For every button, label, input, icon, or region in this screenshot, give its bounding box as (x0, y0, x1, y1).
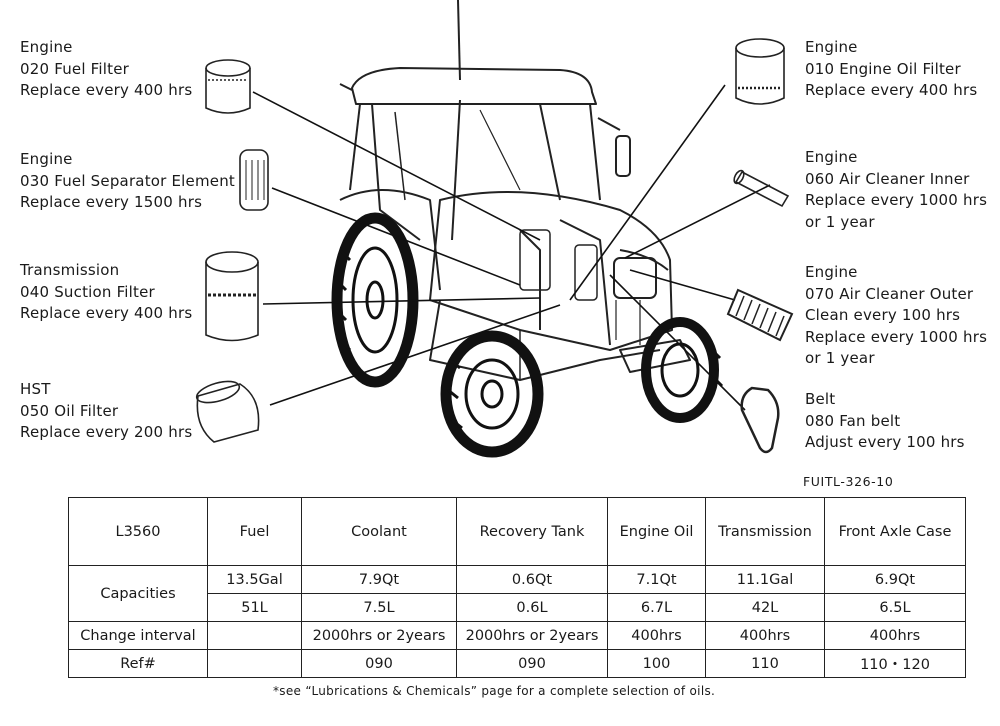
callout-part: 020 Fuel Filter (20, 59, 192, 81)
callout-interval-replace: Replace every 1000 hrs (805, 327, 987, 349)
table-cell: 2000hrs or 2years (457, 622, 608, 650)
callout-fan-belt: Belt 080 Fan belt Adjust every 100 hrs (805, 389, 965, 454)
table-cell: 7.9Qt (302, 566, 457, 594)
callout-interval: Clean every 100 hrs (805, 305, 987, 327)
callout-interval: Replace every 200 hrs (20, 422, 192, 444)
callout-part: 030 Fuel Separator Element (20, 171, 235, 193)
table-header-row: L3560 Fuel Coolant Recovery Tank Engine … (69, 498, 966, 566)
header-cell: Engine Oil (608, 498, 706, 566)
callout-part: 080 Fan belt (805, 411, 965, 433)
table-cell: 51L (208, 594, 302, 622)
table-cell: 400hrs (825, 622, 966, 650)
table-cell: 11.1Gal (706, 566, 825, 594)
table-row: Change interval 2000hrs or 2years 2000hr… (69, 622, 966, 650)
table-cell: 090 (457, 650, 608, 678)
callout-fuel-filter: Engine 020 Fuel Filter Replace every 400… (20, 37, 192, 102)
callout-part: 060 Air Cleaner Inner (805, 169, 987, 191)
callout-interval: Replace every 400 hrs (20, 80, 192, 102)
callout-interval: Replace every 400 hrs (805, 80, 977, 102)
callout-system: Engine (805, 262, 987, 284)
callout-fuel-separator: Engine 030 Fuel Separator Element Replac… (20, 149, 235, 214)
table-cell: 0.6L (457, 594, 608, 622)
callout-interval-alt: or 1 year (805, 348, 987, 370)
table-cell (208, 650, 302, 678)
callout-air-cleaner-inner: Engine 060 Air Cleaner Inner Replace eve… (805, 147, 987, 233)
row-label-cell: Ref# (69, 650, 208, 678)
table-cell: 110・120 (825, 650, 966, 678)
row-label-cell: Change interval (69, 622, 208, 650)
callout-hst-oil-filter: HST 050 Oil Filter Replace every 200 hrs (20, 379, 192, 444)
row-label-cell: Capacities (69, 566, 208, 622)
callout-air-cleaner-outer: Engine 070 Air Cleaner Outer Clean every… (805, 262, 987, 370)
header-cell: Recovery Tank (457, 498, 608, 566)
table-cell: 7.5L (302, 594, 457, 622)
callout-system: Transmission (20, 260, 192, 282)
footnote: *see “Lubrications & Chemicals” page for… (273, 684, 715, 698)
callout-system: Engine (20, 149, 235, 171)
callout-part: 050 Oil Filter (20, 401, 192, 423)
table-cell: 7.1Qt (608, 566, 706, 594)
callout-interval: Replace every 1000 hrs (805, 190, 987, 212)
header-cell: Fuel (208, 498, 302, 566)
header-cell: Coolant (302, 498, 457, 566)
header-cell: Front Axle Case (825, 498, 966, 566)
table-cell (208, 622, 302, 650)
table-cell: 090 (302, 650, 457, 678)
model-cell: L3560 (69, 498, 208, 566)
callout-part: 040 Suction Filter (20, 282, 192, 304)
table-row: Ref# 090 090 100 110 110・120 (69, 650, 966, 678)
callout-system: Belt (805, 389, 965, 411)
callout-suction-filter: Transmission 040 Suction Filter Replace … (20, 260, 192, 325)
table-cell: 13.5Gal (208, 566, 302, 594)
table-cell: 400hrs (608, 622, 706, 650)
callout-system: Engine (805, 147, 987, 169)
callout-part: 010 Engine Oil Filter (805, 59, 977, 81)
callout-engine-oil-filter: Engine 010 Engine Oil Filter Replace eve… (805, 37, 977, 102)
callout-interval: Adjust every 100 hrs (805, 432, 965, 454)
capacities-table: L3560 Fuel Coolant Recovery Tank Engine … (68, 497, 966, 678)
callout-part: 070 Air Cleaner Outer (805, 284, 987, 306)
figure-code: FUITL-326-10 (803, 474, 893, 489)
table-cell: 42L (706, 594, 825, 622)
table-cell: 0.6Qt (457, 566, 608, 594)
table-cell: 110 (706, 650, 825, 678)
table-cell: 2000hrs or 2years (302, 622, 457, 650)
callout-interval: Replace every 400 hrs (20, 303, 192, 325)
table-cell: 6.9Qt (825, 566, 966, 594)
table-cell: 100 (608, 650, 706, 678)
table-cell: 6.7L (608, 594, 706, 622)
table-cell: 6.5L (825, 594, 966, 622)
table-cell: 400hrs (706, 622, 825, 650)
callout-interval-alt: or 1 year (805, 212, 987, 234)
callout-system: HST (20, 379, 192, 401)
table-row: Capacities 13.5Gal 7.9Qt 0.6Qt 7.1Qt 11.… (69, 566, 966, 594)
header-cell: Transmission (706, 498, 825, 566)
callout-system: Engine (805, 37, 977, 59)
callout-interval: Replace every 1500 hrs (20, 192, 235, 214)
callout-system: Engine (20, 37, 192, 59)
